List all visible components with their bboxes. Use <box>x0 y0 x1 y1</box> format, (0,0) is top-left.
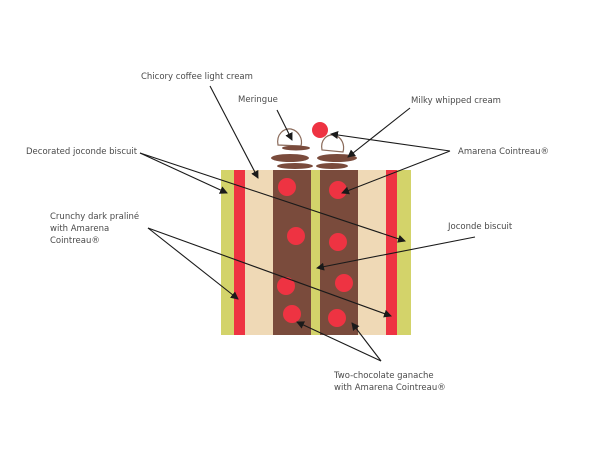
joconde-left <box>221 170 234 335</box>
arrow-amarena-cherry <box>330 131 451 152</box>
arrow-crunchy-right <box>147 227 392 318</box>
cherry-dots <box>277 178 353 327</box>
arrow-meringue <box>276 109 293 141</box>
cherry-dot <box>287 227 305 245</box>
label-ganache-line1: Two-chocolate ganache <box>333 371 434 381</box>
arrow-ganache-right <box>351 322 382 362</box>
chocolate-shard <box>271 154 309 162</box>
cherry-dot <box>277 277 295 295</box>
chocolate-shard <box>316 163 348 169</box>
label-crunchy-line1: Crunchy dark praliné <box>50 211 139 222</box>
chocolate-shard <box>277 163 313 169</box>
label-meringue: Meringue <box>238 95 278 105</box>
cherry-dot <box>328 309 346 327</box>
cherry-dot <box>283 305 301 323</box>
arrow-ganache-left <box>296 321 382 362</box>
meringue-right <box>321 134 345 153</box>
arrow-amarena-dot <box>341 150 451 195</box>
arrow-crunchy-left <box>147 227 239 300</box>
cherry-dot <box>278 178 296 196</box>
cream-right <box>358 170 386 335</box>
chocolate-shard <box>282 145 310 151</box>
label-amarena: Amarena Cointreau® <box>458 147 549 157</box>
label-ganache-line2: with Amarena Cointreau® <box>334 383 446 393</box>
cream-left <box>245 170 273 335</box>
arrows <box>139 85 476 362</box>
joconde-center <box>311 170 320 335</box>
cherry-dot <box>329 233 347 251</box>
cake-layers <box>221 170 411 335</box>
amarena-cherry <box>312 122 328 138</box>
arrow-chicory <box>209 85 259 179</box>
arrow-joconde <box>316 236 476 271</box>
arrow-decorated-right <box>139 152 406 243</box>
praline-right <box>386 170 397 335</box>
meringue-left <box>277 128 303 147</box>
label-chicory: Chicory coffee light cream <box>141 72 253 82</box>
cherry-dot <box>329 181 347 199</box>
arrow-milky <box>347 107 411 158</box>
joconde-right <box>397 170 411 335</box>
praline-left <box>234 170 245 335</box>
topping <box>271 122 357 169</box>
label-joconde: Joconde biscuit <box>447 222 513 232</box>
chocolate-shard <box>317 154 357 162</box>
label-crunchy-line3: Cointreau® <box>50 236 100 246</box>
label-decorated: Decorated joconde biscuit <box>26 147 138 157</box>
arrow-decorated-left <box>139 152 228 194</box>
label-crunchy-line2: with Amarena <box>50 224 109 234</box>
cherry-dot <box>335 274 353 292</box>
label-milky: Milky whipped cream <box>411 96 501 106</box>
